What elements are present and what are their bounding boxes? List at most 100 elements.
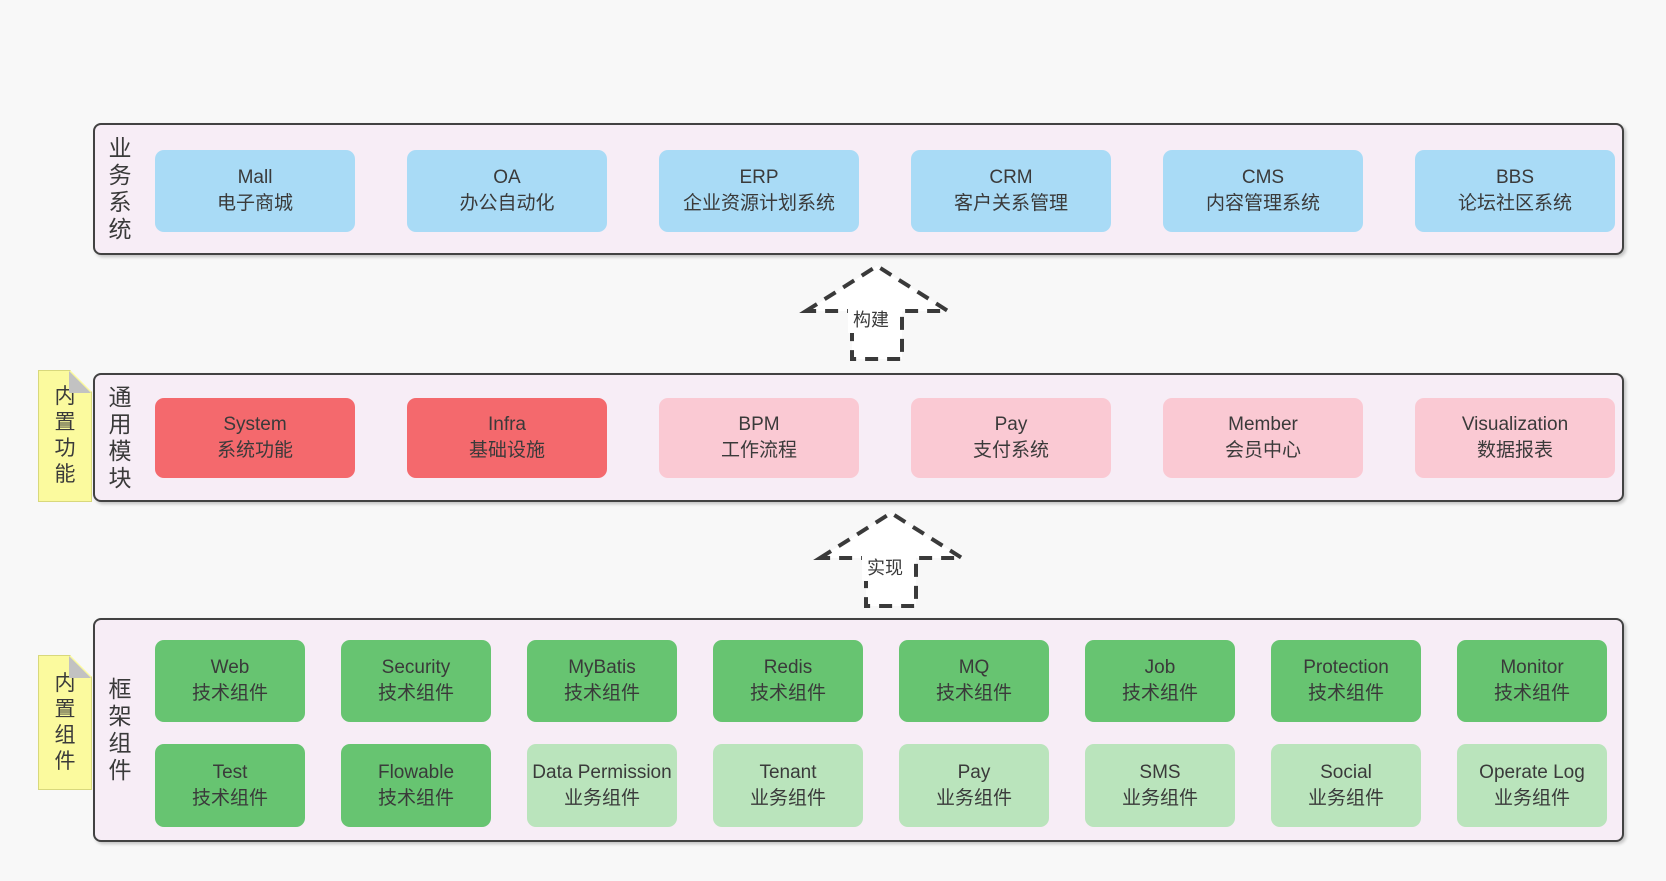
component-box-job: Job 技术组件 [1085, 640, 1235, 722]
component-box-mq: MQ 技术组件 [899, 640, 1049, 722]
module-box-bpm: BPM 工作流程 [659, 398, 859, 478]
box-title: Tenant [759, 761, 817, 783]
box-subtitle: 业务组件 [749, 787, 826, 809]
component-box-flowable: Flowable 技术组件 [341, 744, 491, 827]
module-box-pay: Pay 支付系统 [911, 398, 1111, 478]
panel-label-common-modules: 通用模块 [108, 383, 132, 491]
box-subtitle: 办公自动化 [459, 193, 555, 214]
box-title: Job [1144, 657, 1176, 678]
sticky-note-text: 内置组件 [54, 671, 76, 773]
box-subtitle: 技术组件 [563, 683, 640, 704]
module-box-visualization: Visualization 数据报表 [1415, 398, 1615, 478]
component-box-data-permission: Data Permission 业务组件 [527, 744, 677, 827]
box-subtitle: 技术组件 [935, 683, 1012, 704]
box-title: Monitor [1500, 657, 1564, 678]
component-box-web: Web 技术组件 [155, 640, 305, 722]
box-subtitle: 论坛社区系统 [1457, 193, 1572, 214]
box-title: CRM [989, 167, 1033, 188]
box-subtitle: 系统功能 [216, 440, 293, 461]
box-title: Redis [763, 657, 813, 678]
component-box-protection: Protection 技术组件 [1271, 640, 1421, 722]
module-box-infra: Infra 基础设施 [407, 398, 607, 478]
component-box-security: Security 技术组件 [341, 640, 491, 722]
box-title: Web [210, 657, 250, 678]
box-title: Pay [957, 761, 991, 783]
box-subtitle: 技术组件 [377, 683, 454, 704]
box-subtitle: 技术组件 [191, 683, 268, 704]
implement-arrow-label: 实现 [862, 555, 908, 581]
business-systems-panel: 业务系统 Mall 电子商城 OA 办公自动化 ERP 企业资源计划系统 CRM… [93, 123, 1624, 255]
box-title: Data Permission [532, 761, 672, 783]
component-box-test: Test 技术组件 [155, 744, 305, 827]
module-box-member: Member 会员中心 [1163, 398, 1363, 478]
system-box-crm: CRM 客户关系管理 [911, 150, 1111, 232]
sticky-note-built-in-components: 内置组件 [38, 655, 92, 790]
box-subtitle: 业务组件 [935, 787, 1012, 809]
sticky-note-text: 内置功能 [54, 385, 76, 486]
box-subtitle: 业务组件 [1121, 787, 1198, 809]
folded-corner-icon [69, 656, 91, 678]
framework-row-2: Test 技术组件 Flowable 技术组件 Data Permission … [155, 744, 1607, 827]
box-title: BPM [738, 414, 780, 435]
box-subtitle: 技术组件 [377, 787, 454, 809]
panel-label-business-systems: 业务系统 [108, 135, 132, 242]
system-box-mall: Mall 电子商城 [155, 150, 355, 232]
box-subtitle: 技术组件 [191, 787, 268, 809]
system-box-cms: CMS 内容管理系统 [1163, 150, 1363, 232]
framework-components-panel: 框架组件 Web 技术组件 Security 技术组件 MyBatis 技术组件… [93, 618, 1624, 842]
box-title: Social [1320, 761, 1372, 783]
box-subtitle: 业务组件 [1493, 787, 1570, 809]
component-box-monitor: Monitor 技术组件 [1457, 640, 1607, 722]
box-subtitle: 业务组件 [563, 787, 640, 809]
system-box-oa: OA 办公自动化 [407, 150, 607, 232]
box-subtitle: 电子商城 [216, 193, 293, 214]
box-subtitle: 内容管理系统 [1205, 193, 1320, 214]
box-title: Protection [1303, 657, 1389, 678]
box-subtitle: 工作流程 [720, 440, 797, 461]
box-title: Flowable [377, 761, 455, 783]
common-modules-panel: 通用模块 System 系统功能 Infra 基础设施 BPM 工作流程 Pay… [93, 373, 1624, 502]
sticky-note-built-in-features: 内置功能 [38, 370, 92, 502]
folded-corner-icon [69, 371, 91, 393]
box-title: OA [493, 167, 521, 188]
box-title: MQ [958, 657, 990, 678]
box-subtitle: 会员中心 [1224, 440, 1301, 461]
build-arrow-label: 构建 [848, 307, 894, 333]
component-box-sms: SMS 业务组件 [1085, 744, 1235, 827]
common-modules-row: System 系统功能 Infra 基础设施 BPM 工作流程 Pay 支付系统… [155, 398, 1615, 478]
component-box-mybatis: MyBatis 技术组件 [527, 640, 677, 722]
box-subtitle: 技术组件 [1307, 683, 1384, 704]
component-box-redis: Redis 技术组件 [713, 640, 863, 722]
box-subtitle: 企业资源计划系统 [682, 193, 835, 214]
business-systems-row: Mall 电子商城 OA 办公自动化 ERP 企业资源计划系统 CRM 客户关系… [155, 150, 1615, 232]
component-box-tenant: Tenant 业务组件 [713, 744, 863, 827]
box-subtitle: 支付系统 [972, 440, 1049, 461]
component-box-social: Social 业务组件 [1271, 744, 1421, 827]
panel-label-framework-components: 框架组件 [108, 676, 132, 783]
box-subtitle: 基础设施 [468, 440, 545, 461]
system-box-erp: ERP 企业资源计划系统 [659, 150, 859, 232]
box-subtitle: 数据报表 [1476, 440, 1553, 461]
box-subtitle: 技术组件 [749, 683, 826, 704]
box-title: Mall [237, 167, 273, 188]
box-subtitle: 客户关系管理 [953, 193, 1068, 214]
box-title: Security [381, 657, 451, 678]
system-box-bbs: BBS 论坛社区系统 [1415, 150, 1615, 232]
component-box-pay: Pay 业务组件 [899, 744, 1049, 827]
box-title: CMS [1241, 167, 1285, 188]
box-title: System [223, 414, 287, 435]
module-box-system: System 系统功能 [155, 398, 355, 478]
box-subtitle: 技术组件 [1121, 683, 1198, 704]
component-box-operate-log: Operate Log 业务组件 [1457, 744, 1607, 827]
box-subtitle: 业务组件 [1307, 787, 1384, 809]
box-title: ERP [739, 167, 779, 188]
box-title: Operate Log [1479, 761, 1585, 783]
box-title: Member [1228, 414, 1298, 435]
box-title: Infra [487, 414, 527, 435]
box-subtitle: 技术组件 [1493, 683, 1570, 704]
box-title: Pay [994, 414, 1028, 435]
box-title: BBS [1495, 167, 1535, 188]
framework-row-1: Web 技术组件 Security 技术组件 MyBatis 技术组件 Redi… [155, 640, 1607, 722]
box-title: MyBatis [568, 657, 636, 678]
